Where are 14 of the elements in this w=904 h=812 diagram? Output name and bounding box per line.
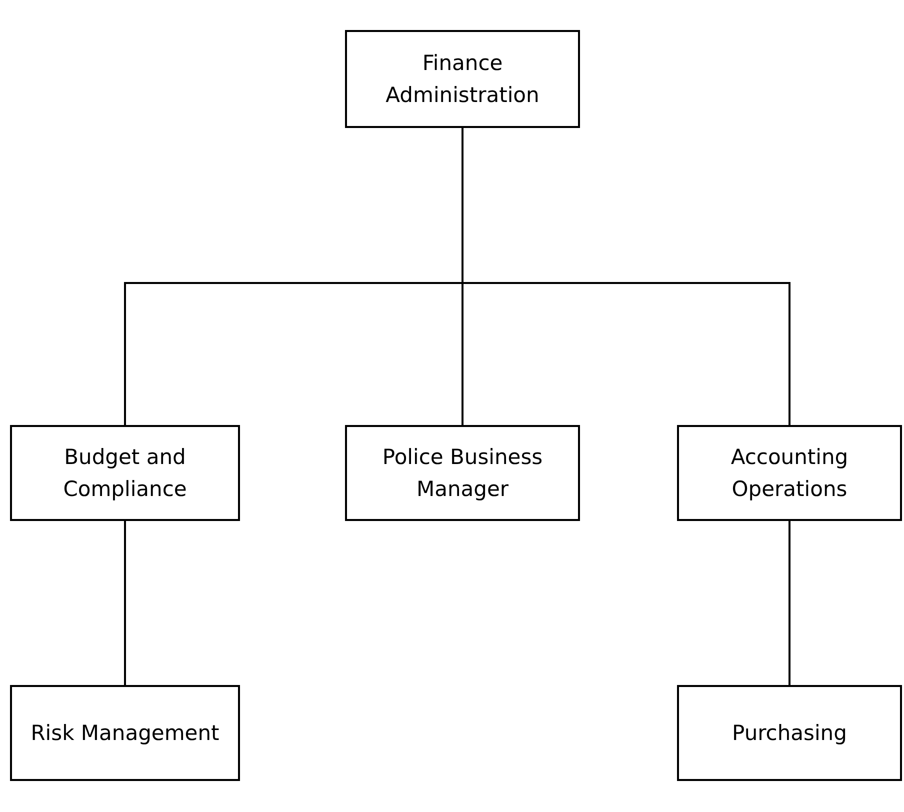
box-title: Purchasing [732, 720, 847, 747]
box-title: Finance Administration [384, 50, 540, 109]
connector-line [124, 521, 126, 685]
box-title: Risk Management [30, 720, 220, 747]
connector-line [788, 521, 790, 685]
org-box [345, 30, 580, 128]
org-box [345, 425, 580, 521]
box-title: Budget and Compliance [62, 444, 188, 503]
org-box [677, 425, 902, 521]
box-title: Accounting Operations [730, 444, 850, 503]
org-box [10, 425, 240, 521]
org-box [10, 685, 240, 781]
org-box [677, 685, 902, 781]
box-title: Police Business Manager [381, 444, 544, 503]
